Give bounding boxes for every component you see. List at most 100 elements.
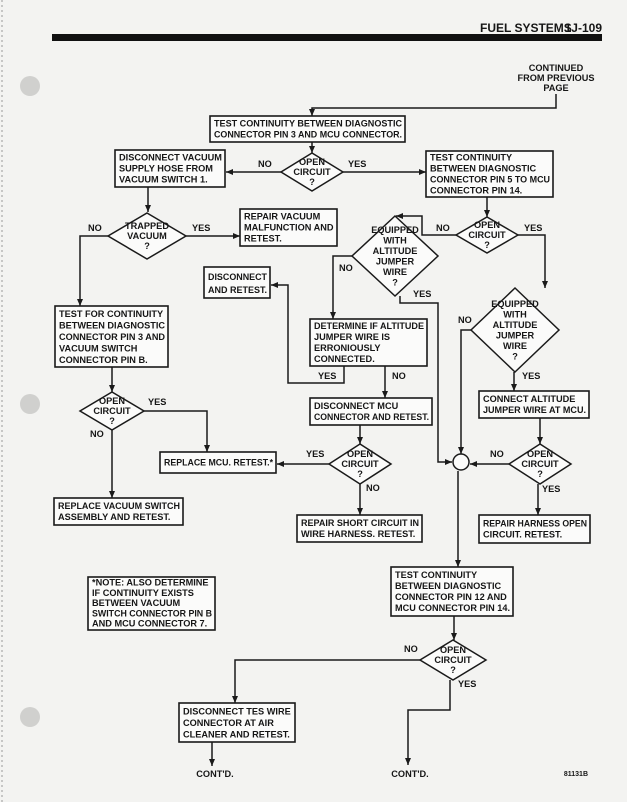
connector bbox=[405, 680, 451, 765]
box-outline bbox=[159, 451, 277, 474]
decision-text: CIRCUIT bbox=[434, 655, 472, 665]
branch-label-no: NO bbox=[436, 223, 450, 233]
box-text: JUMPER WIRE IS bbox=[314, 332, 390, 342]
branch-label-yes: YES bbox=[413, 289, 431, 299]
decision-text: CIRCUIT bbox=[468, 230, 506, 240]
decision-text: ? bbox=[450, 665, 456, 675]
box-outline bbox=[178, 702, 296, 743]
box-outline bbox=[296, 514, 423, 543]
box-text: WIRE HARNESS. RETEST. bbox=[301, 529, 415, 539]
box-text: MCU CONNECTOR PIN 14. bbox=[395, 603, 510, 613]
box-outline bbox=[53, 497, 184, 526]
connector bbox=[144, 410, 210, 452]
box-text: AND RETEST. bbox=[208, 285, 267, 295]
box-text: SUPPLY HOSE FROM bbox=[119, 164, 213, 174]
connector bbox=[271, 282, 345, 384]
decision-text: CIRCUIT bbox=[521, 459, 559, 469]
header-page-number: 1J-109 bbox=[565, 21, 603, 35]
box-text: MALFUNCTION AND bbox=[244, 223, 334, 233]
box-outline bbox=[209, 115, 406, 143]
decision-text: CIRCUIT bbox=[341, 459, 379, 469]
decision-text: OPEN bbox=[474, 220, 500, 230]
box-text: JUMPER WIRE AT MCU. bbox=[483, 405, 586, 415]
box-text: REPLACE VACUUM SWITCH bbox=[58, 501, 180, 511]
decision-text: WIRE bbox=[503, 341, 527, 351]
decision-text: EQUIPPED bbox=[371, 225, 419, 235]
branch-label-yes: YES bbox=[524, 223, 542, 233]
decision-diamond bbox=[350, 214, 440, 298]
box-text: VACUUM SWITCH bbox=[59, 343, 138, 353]
box-text: REPAIR SHORT CIRCUIT IN bbox=[301, 518, 419, 528]
box-text: BETWEEN DIAGNOSTIC bbox=[59, 320, 165, 330]
box-text: AND MCU CONNECTOR 7. bbox=[92, 619, 207, 629]
branch-label-yes: YES bbox=[458, 679, 476, 689]
box-text: CONNECTOR PIN 5 TO MCU bbox=[430, 175, 550, 185]
box-text: TEST CONTINUITY BETWEEN DIAGNOSTIC bbox=[214, 119, 402, 129]
decision-text: OPEN bbox=[347, 449, 373, 459]
branch-label-no: NO bbox=[88, 223, 102, 233]
branch-label-yes: YES bbox=[318, 371, 336, 381]
box-text: DISCONNECT VACUUM bbox=[119, 153, 222, 163]
decision-diamond bbox=[106, 212, 188, 260]
branch-label-yes: YES bbox=[148, 397, 166, 407]
box-outline bbox=[309, 397, 433, 426]
connector bbox=[399, 296, 452, 465]
box-text: REPLACE MCU. RETEST.* bbox=[164, 458, 273, 468]
connectors bbox=[77, 94, 557, 766]
box-text: RETEST. bbox=[244, 234, 282, 244]
decision-text: EQUIPPED bbox=[491, 299, 539, 309]
binder-hole bbox=[20, 76, 40, 96]
box-text: DISCONNECT TES WIRE bbox=[183, 706, 291, 716]
box-text: *NOTE: ALSO DETERMINE bbox=[92, 578, 209, 588]
box-text: IF CONTINUITY EXISTS bbox=[92, 588, 194, 598]
box-text: TEST FOR CONTINUITY bbox=[59, 309, 163, 319]
box-text: CONNECTOR AND RETEST. bbox=[314, 412, 429, 422]
connector bbox=[232, 659, 420, 703]
decision-text: ? bbox=[392, 278, 398, 288]
branch-label-yes: YES bbox=[542, 484, 560, 494]
decision-diamond bbox=[418, 639, 488, 681]
decision-text: WITH bbox=[503, 310, 527, 320]
box-text: DETERMINE IF ALTITUDE bbox=[314, 321, 424, 331]
box-text: CONNECTOR PIN 14. bbox=[430, 186, 522, 196]
decision-text: OPEN bbox=[99, 396, 125, 406]
box-text: TEST CONTINUITY bbox=[430, 153, 512, 163]
box-outline bbox=[478, 514, 591, 544]
connector bbox=[77, 235, 108, 306]
continued-marker: CONT'D. bbox=[391, 769, 428, 779]
junction-circle bbox=[452, 453, 470, 471]
box-text: BETWEEN DIAGNOSTIC bbox=[430, 164, 537, 174]
box-text: TEST CONTINUITY bbox=[395, 570, 477, 580]
continued-line: PAGE bbox=[543, 83, 568, 93]
decision-text: WIRE bbox=[383, 267, 407, 277]
continued-marker: CONT'D. bbox=[196, 769, 233, 779]
branch-label-no: NO bbox=[458, 315, 472, 325]
box-outline bbox=[309, 318, 428, 367]
decision-text: ? bbox=[357, 469, 363, 479]
decision-diamond bbox=[507, 443, 573, 485]
branch-label-no: NO bbox=[366, 483, 380, 493]
box-test-pin3-mcu: TEST CONTINUITY BETWEEN DIAGNOSTICCONNEC… bbox=[209, 115, 406, 143]
branch-label-no: NO bbox=[258, 159, 272, 169]
box-outline bbox=[87, 576, 216, 631]
decision-text: OPEN bbox=[299, 157, 325, 167]
box-outline bbox=[425, 150, 554, 198]
decision-diamond bbox=[454, 216, 520, 254]
decision-text: JUMPER bbox=[376, 257, 415, 267]
decision-text: CIRCUIT bbox=[293, 167, 331, 177]
